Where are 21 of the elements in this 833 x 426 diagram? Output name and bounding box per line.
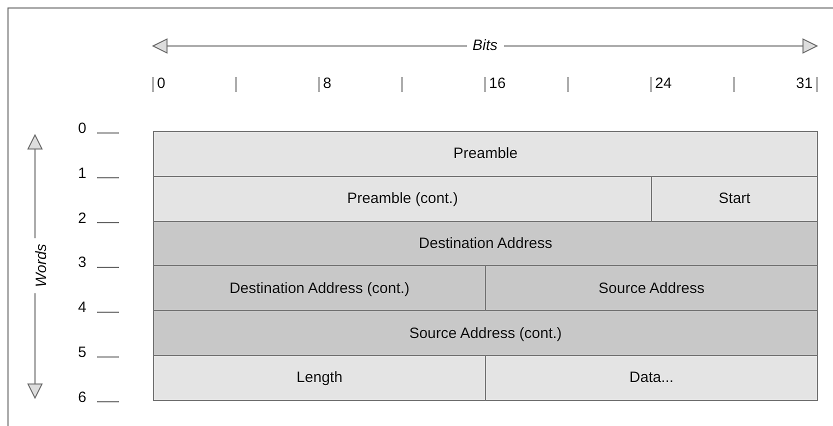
tick-label: 5: [78, 344, 86, 361]
field-cell: Length: [153, 355, 486, 401]
field-cell: Preamble (cont.): [153, 176, 652, 222]
tick-label: 2: [78, 210, 86, 227]
tick-label: 0: [157, 75, 166, 92]
tick-label: 6: [78, 388, 86, 406]
tick-label: 4: [78, 299, 86, 316]
tick-label: 16: [489, 75, 506, 92]
field-cell: Source Address (cont.): [153, 310, 818, 356]
tick-label: 8: [323, 75, 332, 92]
tick-label: 3: [78, 254, 86, 272]
field-cell: Destination Address (cont.): [153, 265, 486, 312]
field-cell: Destination Address: [153, 220, 818, 266]
field-cell: Preamble: [153, 131, 818, 177]
tick-label: 1: [78, 164, 86, 182]
field-cell: Data...: [485, 355, 818, 401]
tick-label: 31: [796, 75, 813, 92]
tick-label: 24: [655, 75, 672, 92]
field-cell: Start: [651, 176, 818, 222]
field-cell: Source Address: [485, 265, 818, 312]
tick-label: 0: [78, 120, 86, 137]
